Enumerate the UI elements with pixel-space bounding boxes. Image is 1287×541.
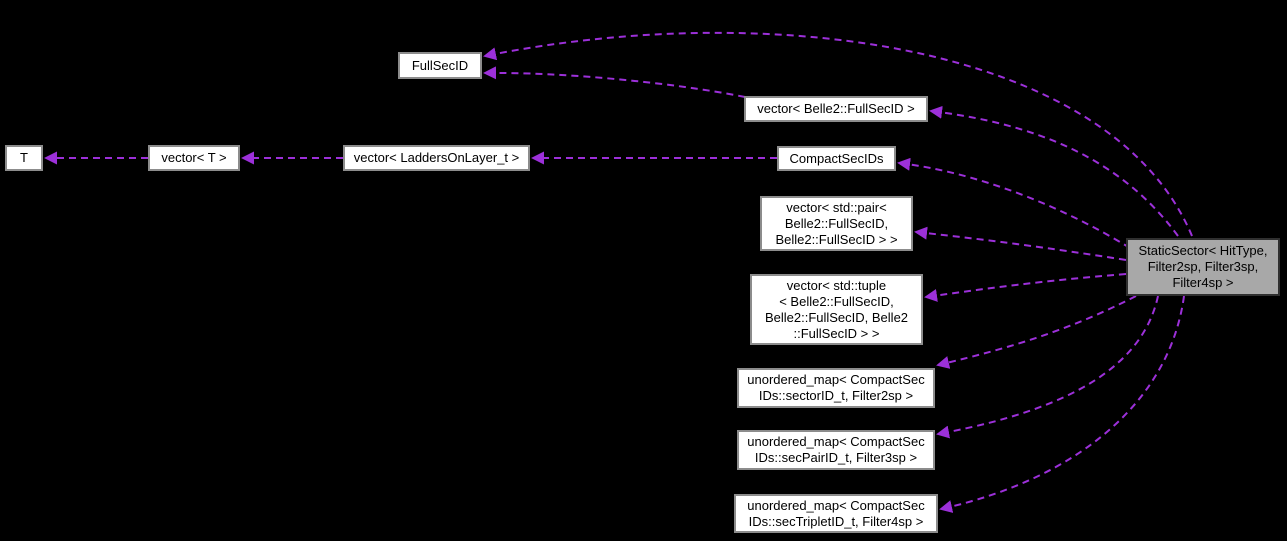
node-unordered-map-filter2sp[interactable]: unordered_map< CompactSec IDs::sectorID_… <box>737 368 935 408</box>
edge-staticsector-to-unordered-map-filter3sp <box>936 295 1159 439</box>
node-staticsector-current: StaticSector< HitType, Filter2sp, Filter… <box>1126 238 1280 296</box>
edge-vector-belle2-fullsecid-to-fullsecid <box>483 66 746 98</box>
node-vector-laddersonlayer-t[interactable]: vector< LaddersOnLayer_t > <box>343 145 530 171</box>
node-unordered-map-filter3sp[interactable]: unordered_map< CompactSec IDs::secPairID… <box>737 430 935 470</box>
node-t[interactable]: T <box>5 145 43 171</box>
edge-staticsector-to-compactsecids <box>897 157 1131 249</box>
edge-staticsector-to-vector-belle2-fullsecid <box>929 105 1179 237</box>
edge-staticsector-to-unordered-map-filter2sp <box>936 295 1137 369</box>
edge-staticsector-to-vector-std-tuple <box>924 273 1127 302</box>
node-fullsecid[interactable]: FullSecID <box>398 52 482 79</box>
edge-staticsector-to-fullsecid <box>483 31 1193 237</box>
edge-staticsector-to-unordered-map-filter4sp <box>939 295 1185 513</box>
node-compactsecids[interactable]: CompactSecIDs <box>777 146 896 171</box>
node-vector-std-pair[interactable]: vector< std::pair< Belle2::FullSecID, Be… <box>760 196 913 251</box>
node-vector-std-tuple[interactable]: vector< std::tuple < Belle2::FullSecID, … <box>750 274 923 345</box>
edge-staticsector-to-vector-std-pair <box>914 226 1127 261</box>
node-unordered-map-filter4sp[interactable]: unordered_map< CompactSec IDs::secTriple… <box>734 494 938 533</box>
node-vector-belle2-fullsecid[interactable]: vector< Belle2::FullSecID > <box>744 96 928 122</box>
node-vector-t[interactable]: vector< T > <box>148 145 240 171</box>
